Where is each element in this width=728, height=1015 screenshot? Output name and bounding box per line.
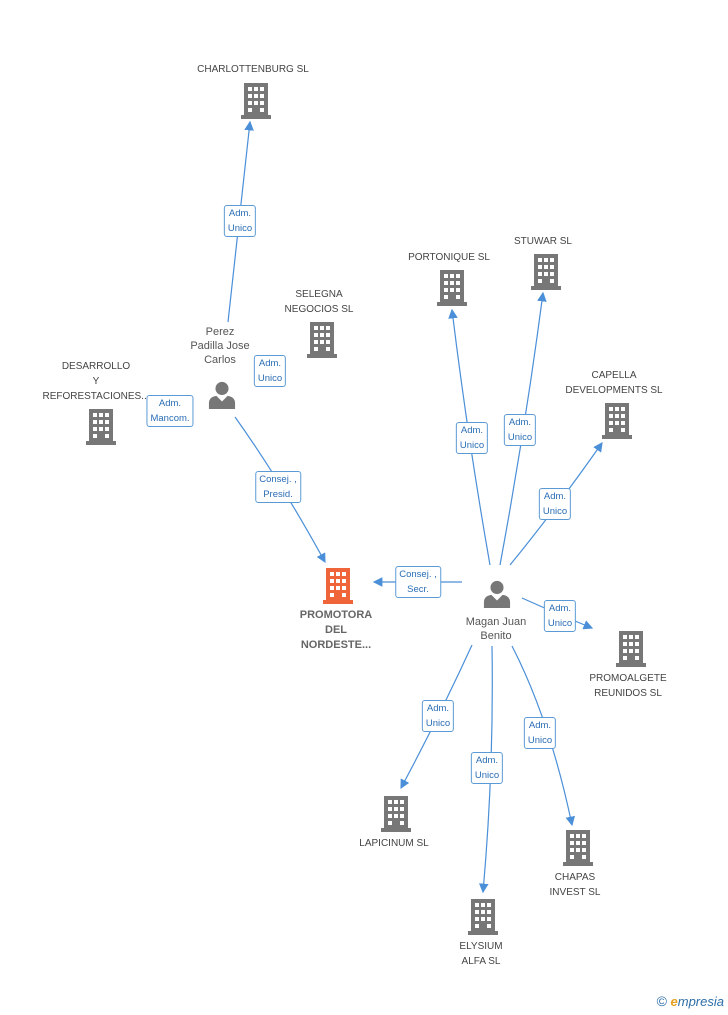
edge-label-magan-capella[interactable]: Adm. Unico xyxy=(538,488,572,520)
copyright-icon: © xyxy=(656,993,667,1009)
desarrollo-label[interactable]: DESARROLLO Y REFORESTACIONES... xyxy=(42,361,150,402)
chapas-label[interactable]: CHAPAS INVEST SL xyxy=(549,872,601,898)
edge-label-magan-portonique[interactable]: Adm. Unico xyxy=(455,422,489,454)
stuwar-label[interactable]: STUWAR SL xyxy=(514,236,572,247)
edge-label-magan-promoalgete[interactable]: Adm. Unico xyxy=(543,600,577,632)
edge-label-perez-charlottenburg[interactable]: Adm. Unico xyxy=(223,205,257,237)
selegna-building-icon[interactable] xyxy=(307,322,337,358)
elysium-label[interactable]: ELYSIUM ALFA SL xyxy=(459,941,503,967)
charlottenburg-building-icon[interactable] xyxy=(241,83,271,119)
selegna-label[interactable]: SELEGNA NEGOCIOS SL xyxy=(284,289,354,315)
lapicinum-building-icon[interactable] xyxy=(381,796,411,832)
portonique-label[interactable]: PORTONIQUE SL xyxy=(408,252,490,263)
edge-label-magan-elysium[interactable]: Adm. Unico xyxy=(470,752,504,784)
edge-label-magan-promotora[interactable]: Consej. , Secr. xyxy=(395,566,441,598)
edge-label-perez-promotora[interactable]: Consej. , Presid. xyxy=(255,471,301,503)
perez-label[interactable]: Perez Padilla Jose Carlos xyxy=(190,326,250,366)
edge-label-magan-chapas[interactable]: Adm. Unico xyxy=(523,717,557,749)
edge-label-perez-selegna[interactable]: Adm. Unico xyxy=(253,355,287,387)
desarrollo-building-icon[interactable] xyxy=(86,409,116,445)
magan-label[interactable]: Magan Juan Benito xyxy=(465,616,527,642)
stuwar-building-icon[interactable] xyxy=(531,254,561,290)
brand-e: e xyxy=(670,994,678,1009)
promotora-building-icon[interactable] xyxy=(323,568,353,604)
empresia-logo[interactable]: © empresia xyxy=(657,993,724,1009)
chapas-building-icon[interactable] xyxy=(563,830,593,866)
lapicinum-label[interactable]: LAPICINUM SL xyxy=(359,838,429,849)
capella-building-icon[interactable] xyxy=(602,403,632,439)
capella-label[interactable]: CAPELLA DEVELOPMENTS SL xyxy=(565,370,663,396)
brand-rest: mpresia xyxy=(677,994,724,1009)
magan-person-icon[interactable] xyxy=(483,580,511,608)
edge-label-perez-desarrollo[interactable]: Adm. Mancom. xyxy=(146,395,194,427)
charlottenburg-label[interactable]: CHARLOTTENBURG SL xyxy=(197,64,309,75)
promoalgete-building-icon[interactable] xyxy=(616,631,646,667)
promotora-label[interactable]: PROMOTORA DEL NORDESTE... xyxy=(299,609,373,651)
promoalgete-label[interactable]: PROMOALGETE REUNIDOS SL xyxy=(589,673,667,699)
perez-person-icon[interactable] xyxy=(208,381,236,409)
portonique-building-icon[interactable] xyxy=(437,270,467,306)
edge-label-magan-lapicinum[interactable]: Adm. Unico xyxy=(421,700,455,732)
edge-label-magan-stuwar[interactable]: Adm. Unico xyxy=(503,414,537,446)
elysium-building-icon[interactable] xyxy=(468,899,498,935)
